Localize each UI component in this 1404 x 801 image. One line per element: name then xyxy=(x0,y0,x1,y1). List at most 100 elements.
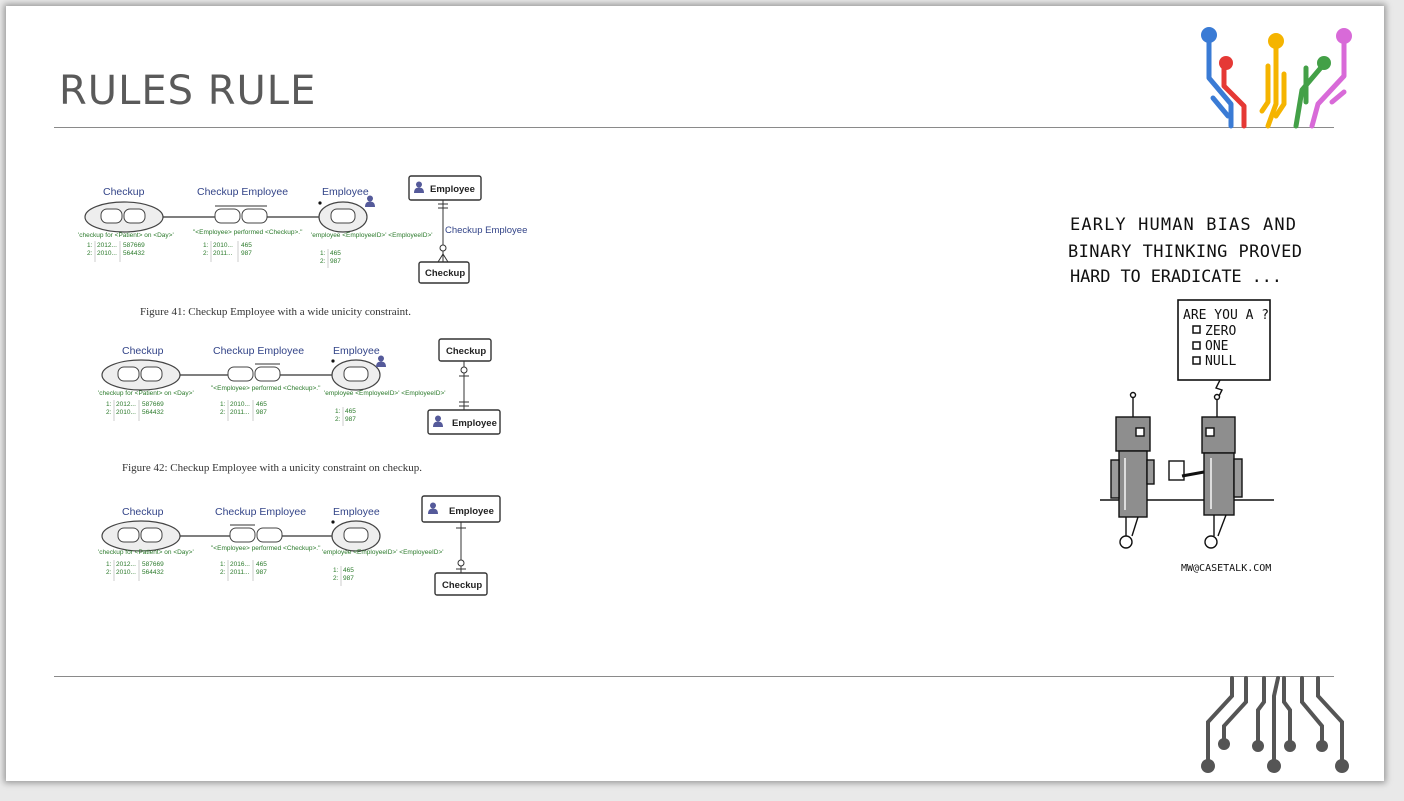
er-box-checkup xyxy=(438,338,492,362)
svg-text:2010...: 2010... xyxy=(97,250,117,257)
svg-text:465: 465 xyxy=(345,408,356,415)
fact-type-checkup-employee: Checkup Employee xyxy=(213,345,304,357)
role-box xyxy=(330,208,356,224)
svg-text:2011...: 2011... xyxy=(213,250,233,257)
svg-text:2010...: 2010... xyxy=(116,569,136,576)
fact-type-employee: Employee xyxy=(333,345,380,357)
cartoon-headline-2: BINARY THINKING PROVED xyxy=(1068,242,1302,262)
svg-text:2:: 2: xyxy=(320,258,326,265)
robot-right-icon xyxy=(1168,393,1243,549)
reading: 'employee <EmployeeID>' <EmployeeID>' xyxy=(324,390,446,397)
figure-caption: Figure 41: Checkup Employee with a wide … xyxy=(140,306,411,318)
svg-text:2:: 2: xyxy=(333,575,339,582)
svg-text:2:: 2: xyxy=(203,250,209,257)
fact-type-checkup: Checkup xyxy=(103,186,145,198)
cartoon-headline-3: HARD TO ERADICATE ... xyxy=(1070,267,1282,287)
svg-text:2011...: 2011... xyxy=(230,569,250,576)
svg-text:1:: 1: xyxy=(87,242,93,249)
svg-text:1:: 1: xyxy=(333,567,339,574)
svg-text:1:: 1: xyxy=(220,561,226,568)
reading: 'employee <EmployeeID>' <EmployeeID>' xyxy=(322,549,444,556)
population-table: 1: 2012... 587669 2: 2010... 564432 1: 2016..… xyxy=(106,561,354,582)
cartoon-credit: MW@CASETALK.COM xyxy=(1181,563,1271,574)
svg-text:564432: 564432 xyxy=(123,250,145,257)
svg-text:465: 465 xyxy=(343,567,354,574)
fact-type-employee: Employee xyxy=(333,506,380,518)
svg-text:1:: 1: xyxy=(220,401,226,408)
svg-text:2011...: 2011... xyxy=(230,409,250,416)
svg-text:1:: 1: xyxy=(106,401,112,408)
svg-text:587669: 587669 xyxy=(142,401,164,408)
er-label: Employee xyxy=(430,184,475,195)
er-label: Employee xyxy=(449,506,494,517)
cartoon-sign-title: ARE YOU A ? xyxy=(1183,308,1269,323)
cartoon: EARLY HUMAN BIAS AND BINARY THINKING PRO… xyxy=(1068,215,1302,574)
svg-text:2010...: 2010... xyxy=(116,409,136,416)
svg-text:1:: 1: xyxy=(203,242,209,249)
reading: 'checkup for <Patient> on <Day>' xyxy=(98,549,194,556)
title-divider xyxy=(54,127,1334,128)
svg-text:465: 465 xyxy=(256,561,267,568)
svg-text:1:: 1: xyxy=(106,561,112,568)
reading: "<Employee> performed <Checkup>." xyxy=(211,385,321,392)
circuit-decoration-icon xyxy=(1201,676,1349,773)
cartoon-option-null: NULL xyxy=(1205,354,1236,369)
svg-text:587669: 587669 xyxy=(123,242,145,249)
svg-text:2:: 2: xyxy=(106,409,112,416)
svg-text:587669: 587669 xyxy=(142,561,164,568)
svg-text:465: 465 xyxy=(256,401,267,408)
fact-type-checkup-employee: Checkup Employee xyxy=(215,506,306,518)
robot-left-icon xyxy=(1110,391,1155,549)
svg-text:2:: 2: xyxy=(335,416,341,423)
population-table: 1:2012...587669 2:2010...564432 1:2010..… xyxy=(87,242,341,265)
svg-text:2012...: 2012... xyxy=(116,401,136,408)
svg-text:2010...: 2010... xyxy=(230,401,250,408)
cartoon-sign xyxy=(1177,299,1271,381)
er-box-employee xyxy=(408,175,482,201)
svg-text:2012...: 2012... xyxy=(116,561,136,568)
slide-title: RULES RULE xyxy=(59,68,317,114)
er-label: Checkup xyxy=(425,268,465,279)
svg-text:987: 987 xyxy=(256,569,267,576)
role-box xyxy=(214,208,241,224)
svg-text:2016...: 2016... xyxy=(230,561,250,568)
svg-text:564432: 564432 xyxy=(142,569,164,576)
slide: RULES RULE xyxy=(6,6,1384,781)
population-table: 1: 2012... 587669 2: 2010... 564432 1: 2010..… xyxy=(106,401,356,423)
figure-caption: Figure 42: Checkup Employee with a unici… xyxy=(122,462,422,474)
fact-type-checkup: Checkup xyxy=(122,345,164,357)
er-label: Employee xyxy=(452,418,497,429)
cartoon-headline-1: EARLY HUMAN BIAS AND xyxy=(1070,215,1296,235)
svg-text:2010...: 2010... xyxy=(213,242,233,249)
er-box-employee xyxy=(427,409,501,435)
svg-text:987: 987 xyxy=(241,250,252,257)
svg-text:987: 987 xyxy=(345,416,356,423)
reading: 'employee <EmployeeID>' <EmployeeID>' xyxy=(311,232,433,239)
svg-text:987: 987 xyxy=(343,575,354,582)
cartoon-option-zero: ZERO xyxy=(1205,324,1236,339)
figure-41: Checkup Checkup Employee Employee 'check… xyxy=(78,175,527,318)
fact-type-checkup: Checkup xyxy=(122,506,164,518)
slide-graphics: Checkup Checkup Employee Employee 'check… xyxy=(78,27,1352,773)
role-box xyxy=(241,208,268,224)
svg-text:2:: 2: xyxy=(220,569,226,576)
svg-text:2:: 2: xyxy=(106,569,112,576)
role-box xyxy=(100,208,123,224)
er-box-checkup xyxy=(418,261,470,284)
svg-text:987: 987 xyxy=(256,409,267,416)
svg-text:564432: 564432 xyxy=(142,409,164,416)
reading: "<Employee> performed <Checkup>." xyxy=(211,545,321,552)
er-label: Checkup xyxy=(446,346,486,357)
er-label: Checkup xyxy=(442,580,482,591)
svg-text:465: 465 xyxy=(241,242,252,249)
svg-text:1:: 1: xyxy=(335,408,341,415)
svg-text:2:: 2: xyxy=(220,409,226,416)
logo-icon xyxy=(1201,27,1352,129)
reading: "<Employee> performed <Checkup>." xyxy=(193,229,303,236)
cartoon-option-one: ONE xyxy=(1205,339,1228,354)
fact-type-employee: Employee xyxy=(322,186,369,198)
svg-text:1:: 1: xyxy=(320,250,326,257)
er-box-checkup xyxy=(434,572,488,596)
reading: 'checkup for <Patient> on <Day>' xyxy=(78,232,174,239)
figure-43: Checkup Checkup Employee Employee 'check… xyxy=(98,495,501,596)
